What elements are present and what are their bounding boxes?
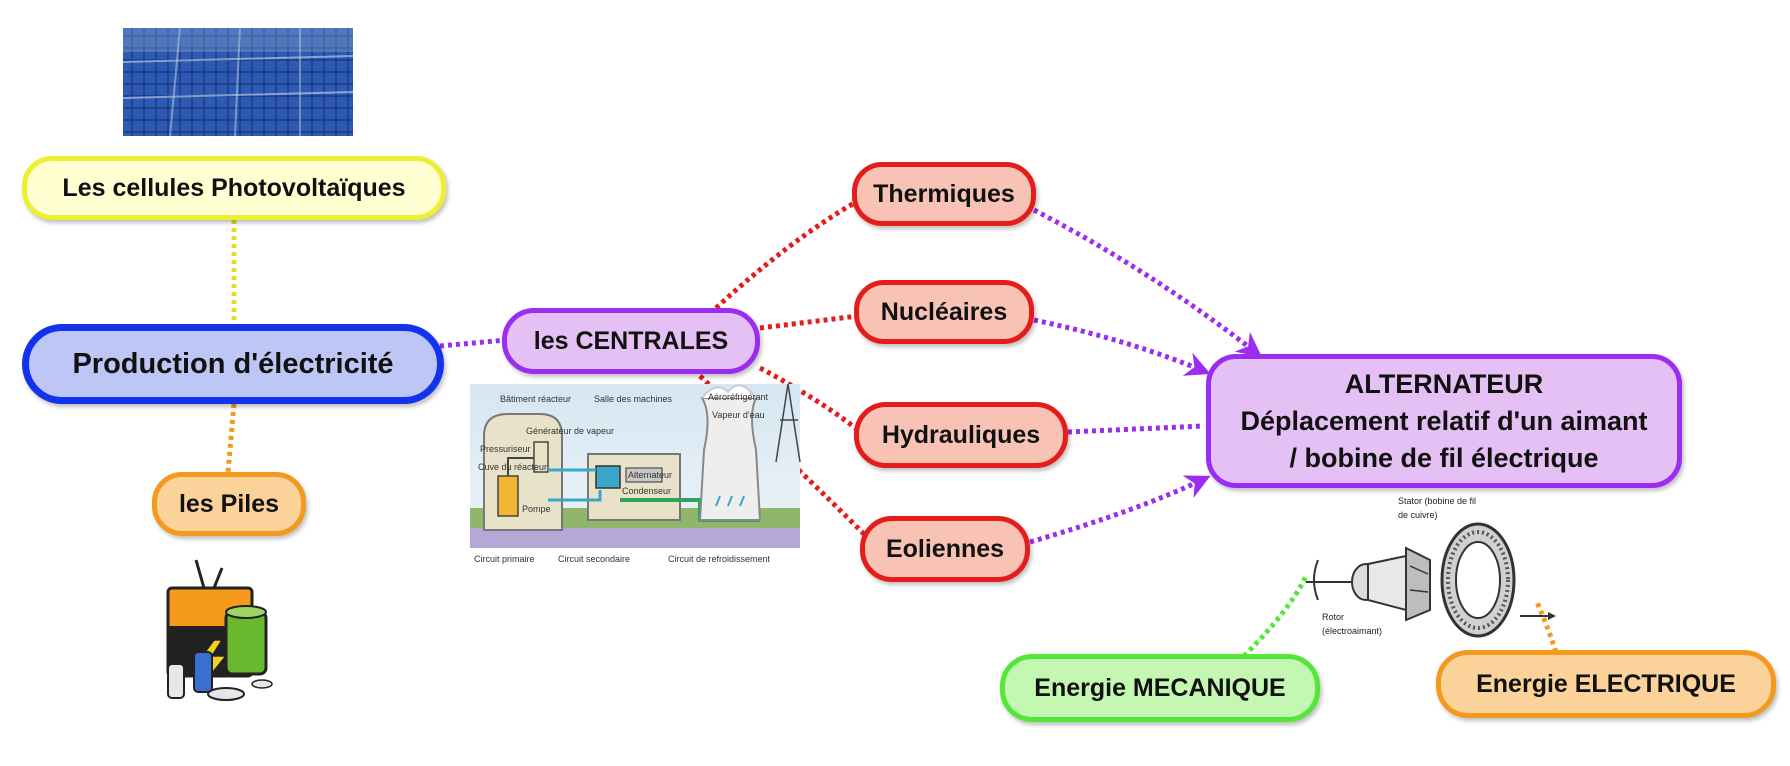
plant-label-salle: Salle des machines [594, 394, 673, 404]
alternator-label-stator-2: de cuivre) [1398, 510, 1438, 520]
plant-label-generateur: Générateur de vapeur [526, 426, 614, 436]
node-hydrauliques-label: Hydrauliques [881, 420, 1041, 449]
link-centrales-thermiques [714, 199, 858, 310]
node-electrique[interactable]: Energie ELECTRIQUE [1436, 650, 1776, 718]
link-eoliennes-alternateur [1029, 475, 1211, 545]
plant-label-alternateur: Alternateur [628, 470, 672, 480]
node-piles-label: les Piles [178, 489, 280, 518]
battery-image [166, 559, 273, 701]
node-piles[interactable]: les Piles [152, 472, 306, 536]
node-centrales[interactable]: les CENTRALES [502, 308, 760, 374]
link-hydrauliques-alternateur [1067, 423, 1205, 435]
plant-label-condenseur: Condenseur [622, 486, 671, 496]
plant-label-pressuriseur: Pressuriseur [480, 444, 531, 454]
plant-label-circuit-primaire: Circuit primaire [474, 554, 535, 564]
link-nucleaires-alternateur [1033, 317, 1211, 376]
plant-label-pompe: Pompe [522, 504, 551, 514]
node-eoliennes-label: Eoliennes [885, 534, 1005, 563]
nuclear-plant-image: Bâtiment réacteur Salle des machines Aér… [470, 383, 801, 564]
node-nucleaires-label: Nucléaires [880, 297, 1008, 326]
node-thermiques-label: Thermiques [873, 179, 1015, 208]
node-alternateur-line1: ALTERNATEUR [1344, 368, 1544, 399]
link-centrales-hydrauliques [758, 365, 860, 432]
alternator-image: Stator (bobine de fil de cuivre) Rotor (… [1306, 496, 1556, 638]
alternator-label-rotor-2: (électroaimant) [1322, 626, 1382, 636]
node-nucleaires[interactable]: Nucléaires [854, 280, 1034, 344]
link-production-centrales [439, 337, 507, 349]
node-alternateur-line3: / bobine de fil électrique [1289, 442, 1599, 473]
plant-label-circuit-refroid: Circuit de refroidissement [668, 554, 771, 564]
plant-label-aerorefrigerant: Aéroréfrigérant [708, 392, 769, 402]
node-centrales-label: les CENTRALES [533, 326, 729, 355]
plant-label-vapeur: Vapeur d'eau [712, 410, 765, 420]
plant-label-cuve: Cuve du réacteur [478, 462, 547, 472]
node-hydrauliques[interactable]: Hydrauliques [854, 402, 1068, 468]
alternator-label-rotor-1: Rotor [1322, 612, 1344, 622]
node-photovoltaiques[interactable]: Les cellules Photovoltaïques [22, 156, 446, 220]
plant-label-batiment: Bâtiment réacteur [500, 394, 571, 404]
alternator-label-stator-1: Stator (bobine de fil [1398, 496, 1476, 506]
solar-panel-image [122, 27, 354, 137]
link-thermiques-alternateur [1032, 207, 1262, 358]
node-alternateur[interactable]: ALTERNATEUR Déplacement relatif d'un aim… [1206, 354, 1682, 488]
node-mecanique-label: Energie MECANIQUE [1034, 673, 1286, 702]
node-thermiques[interactable]: Thermiques [852, 162, 1036, 226]
link-production-piles [225, 403, 237, 473]
link-centrales-nucleaires [759, 313, 859, 331]
node-eoliennes[interactable]: Eoliennes [860, 516, 1030, 582]
link-mecanique-rotor [1242, 574, 1309, 658]
node-production[interactable]: Production d'électricité [22, 324, 444, 404]
node-production-label: Production d'électricité [72, 347, 394, 380]
node-photovoltaiques-label: Les cellules Photovoltaïques [62, 173, 406, 202]
node-electrique-label: Energie ELECTRIQUE [1476, 669, 1736, 698]
node-mecanique[interactable]: Energie MECANIQUE [1000, 654, 1320, 722]
node-alternateur-line2: Déplacement relatif d'un aimant [1240, 405, 1648, 436]
link-electrique-stator [1533, 598, 1559, 653]
plant-label-circuit-secondaire: Circuit secondaire [558, 554, 630, 564]
